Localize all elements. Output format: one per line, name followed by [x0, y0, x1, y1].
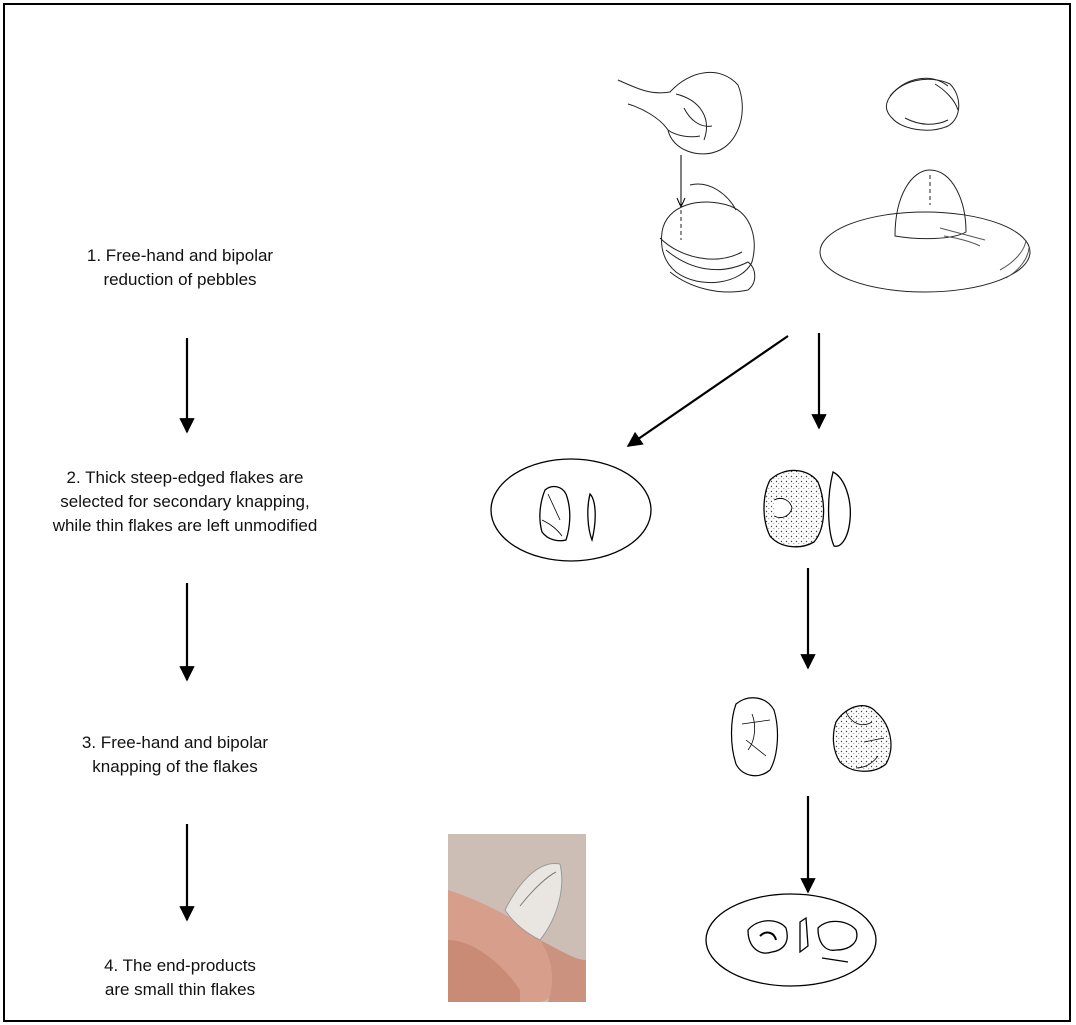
flake-photo [448, 834, 586, 1002]
step-4-caption: 4. The end-products are small thin flake… [0, 954, 360, 1002]
thin-flakes-group [490, 458, 652, 562]
step-1-line-2: reduction of pebbles [103, 270, 257, 289]
step-3-line-1: 3. Free-hand and bipolar [81, 733, 269, 752]
step-3-caption: 3. Free-hand and bipolar knapping of the… [0, 731, 355, 779]
step-2-line-3: while thin flakes are left unmodified [52, 516, 318, 535]
step-2-line-1: 2. Thick steep-edged flakes are [66, 468, 304, 487]
diagonal-arrow-to-thin-flakes [626, 335, 789, 447]
figure-frame [3, 3, 1071, 1022]
thick-flake [763, 469, 851, 548]
bipolar-percussion-sketch [819, 77, 1031, 293]
freehand-percussion-sketch [617, 71, 756, 293]
step-1-caption: 1. Free-hand and bipolar reduction of pe… [0, 244, 360, 292]
step-3-line-2: knapping of the flakes [92, 757, 258, 776]
step-4-line-2: are small thin flakes [104, 980, 256, 999]
knapped-flakes [730, 697, 892, 777]
step-2-line-2: selected for secondary knapping, [60, 492, 310, 511]
end-products-group [705, 893, 877, 987]
step-1-line-1: 1. Free-hand and bipolar [86, 246, 274, 265]
step-4-line-1: 4. The end-products [104, 956, 256, 975]
step-2-caption: 2. Thick steep-edged flakes are selected… [5, 466, 365, 538]
